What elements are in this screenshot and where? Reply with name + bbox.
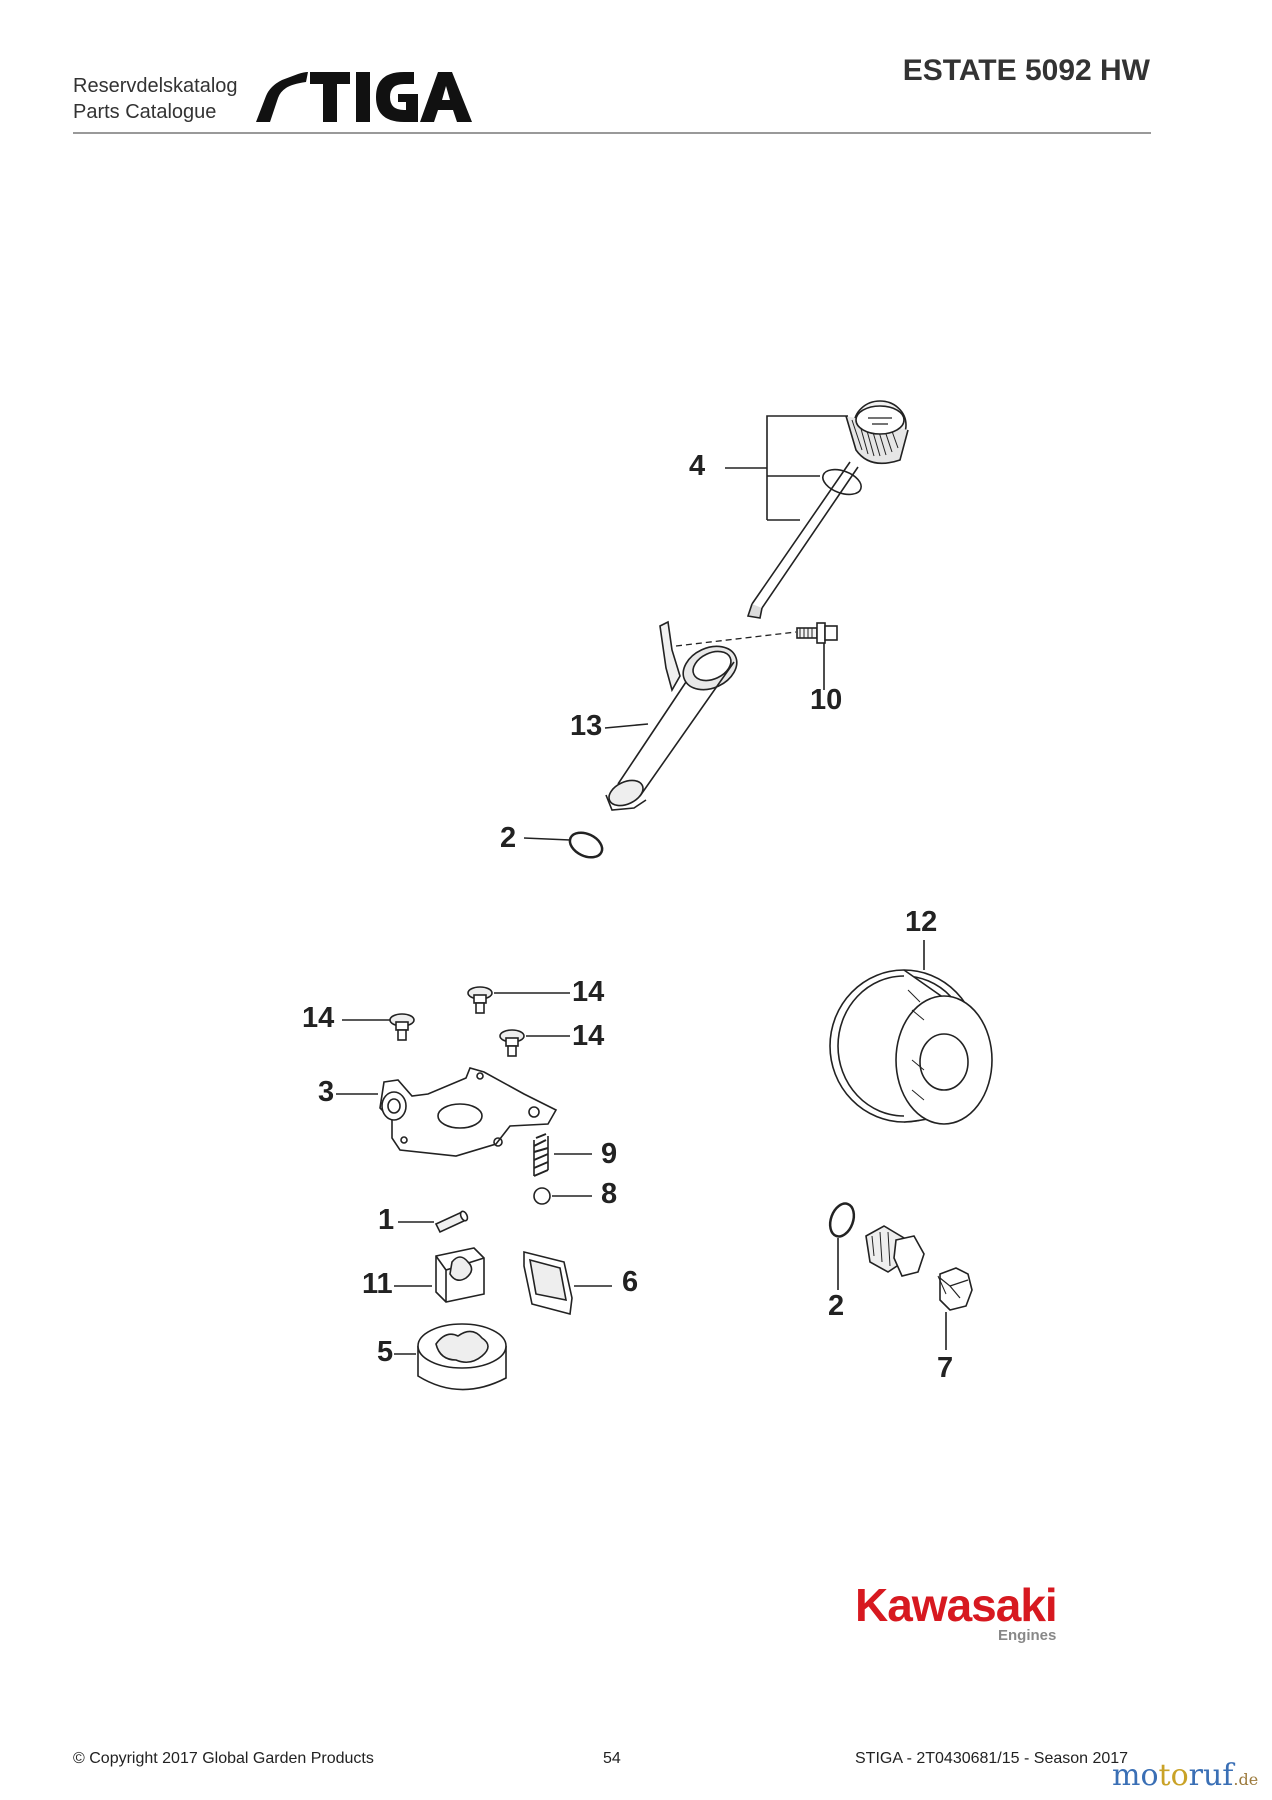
callout-7: 7 <box>937 1352 954 1384</box>
stiga-logo <box>256 72 472 122</box>
callout-14-top: 14 <box>572 976 605 1008</box>
kawasaki-engines-label: Engines <box>998 1627 1057 1644</box>
callout-3: 3 <box>318 1076 335 1108</box>
spring-9-part <box>533 1133 549 1177</box>
callout-1: 1 <box>378 1204 395 1236</box>
model-title: ESTATE 5092 HW <box>902 54 1150 87</box>
outer-rotor-5-part <box>417 1323 507 1391</box>
kawasaki-logo: Kawasaki <box>855 1579 1058 1631</box>
callout-8: 8 <box>601 1178 618 1210</box>
pin-1-part <box>434 1210 469 1234</box>
callout-4: 4 <box>689 450 706 482</box>
bolt-10-part <box>796 622 838 644</box>
gasket-6-part <box>523 1250 573 1316</box>
plug-7-part <box>937 1267 973 1311</box>
catalog-label-en: Parts Catalogue <box>73 101 217 123</box>
oil-filter-part <box>829 969 993 1125</box>
callout-14-left: 14 <box>302 1002 335 1034</box>
header-divider <box>73 132 1151 134</box>
footer-copyright: © Copyright 2017 Global Garden Products <box>73 1750 374 1767</box>
callout-14-right: 14 <box>572 1020 605 1052</box>
callout-5: 5 <box>377 1336 394 1368</box>
callout-10: 10 <box>810 684 843 716</box>
screw-14-part <box>389 986 525 1057</box>
inner-rotor-11-part <box>435 1247 485 1303</box>
dipstick-tube-part <box>605 620 738 811</box>
dipstick-part <box>746 400 909 619</box>
drain-plug-part <box>865 1225 925 1277</box>
plate-3-part <box>379 1067 558 1157</box>
motoruf-watermark: motoruf.de <box>1112 1758 1259 1793</box>
callout-2-lower: 2 <box>828 1290 845 1322</box>
callout-12: 12 <box>905 906 938 938</box>
callout-11: 11 <box>362 1268 393 1300</box>
callout-9: 9 <box>601 1138 618 1170</box>
callout-13: 13 <box>570 710 603 742</box>
callout-6: 6 <box>622 1266 639 1298</box>
footer-doc-ref: STIGA - 2T0430681/15 - Season 2017 <box>855 1750 1129 1767</box>
footer-page-number: 54 <box>603 1750 621 1767</box>
callout-2-upper: 2 <box>500 822 517 854</box>
catalog-label-sv: Reservdelskatalog <box>73 75 238 97</box>
